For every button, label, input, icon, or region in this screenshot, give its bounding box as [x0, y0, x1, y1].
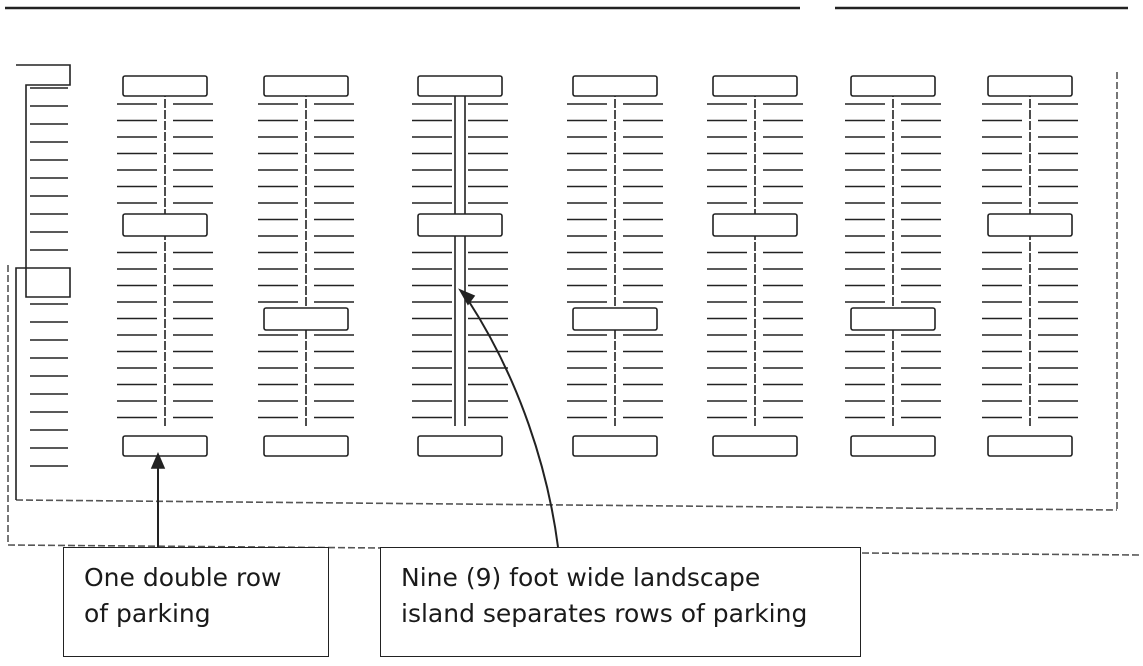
landscape-island-callout: Nine (9) foot wide landscape island sepa…: [380, 547, 861, 657]
outer-boundary-line: [861, 552, 1141, 556]
row-end-island: [712, 213, 798, 237]
row-end-island: [987, 213, 1073, 237]
row-end-island: [263, 435, 349, 457]
arrow-curved-icon: [467, 299, 559, 548]
row-end-island: [122, 435, 208, 457]
row-end-island: [417, 435, 503, 457]
double-row-callout-line1: One double row: [84, 563, 282, 592]
arrow-curved-icon: [458, 288, 476, 306]
landscape-island-callout-line1: Nine (9) foot wide landscape: [401, 563, 761, 592]
double-row-callout: One double row of parking: [63, 547, 329, 657]
left-row-outline: [15, 64, 71, 500]
row-end-island: [572, 435, 658, 457]
row-end-island: [122, 75, 208, 97]
row-end-island: [850, 307, 936, 331]
bottom-inner-boundary-line: [15, 499, 1118, 511]
row-end-island: [987, 435, 1073, 457]
arrow-up-icon: [150, 451, 166, 469]
row-end-island: [712, 75, 798, 97]
row-end-island: [572, 75, 658, 97]
row-end-island: [122, 213, 208, 237]
double-row-callout-line2: of parking: [84, 598, 211, 628]
row-end-island: [417, 75, 503, 97]
row-end-island: [263, 307, 349, 331]
row-end-island: [850, 435, 936, 457]
landscape-island-callout-line2: island separates rows of parking: [401, 598, 808, 628]
row-end-island: [850, 75, 936, 97]
row-end-island: [417, 213, 503, 237]
row-end-island: [572, 307, 658, 331]
row-end-island: [987, 75, 1073, 97]
row-end-island: [712, 435, 798, 457]
row-end-island: [263, 75, 349, 97]
